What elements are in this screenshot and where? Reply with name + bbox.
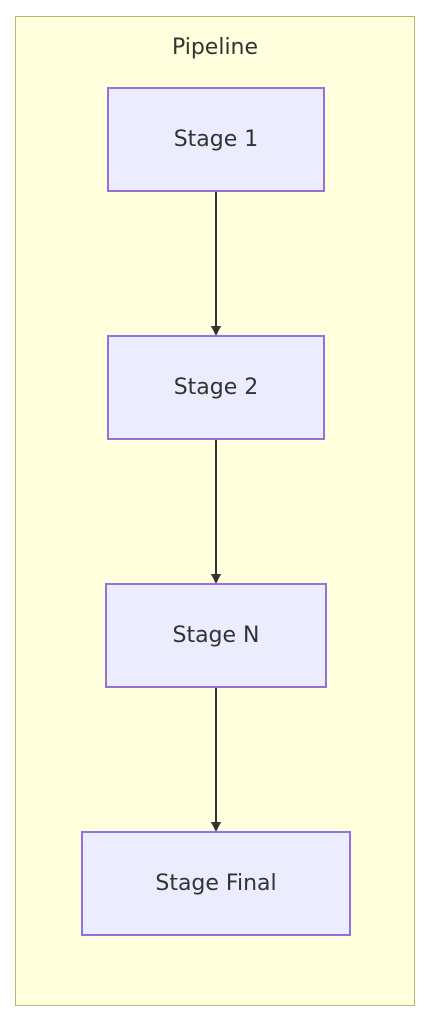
node-stage-final-label: Stage Final: [155, 871, 277, 896]
node-stage-1[interactable]: Stage 1: [107, 87, 325, 192]
node-stage-2-label: Stage 2: [173, 375, 259, 400]
node-stage-n-label: Stage N: [172, 623, 260, 648]
node-stage-2[interactable]: Stage 2: [107, 335, 325, 440]
node-stage-1-label: Stage 1: [173, 127, 259, 152]
node-stage-n[interactable]: Stage N: [105, 583, 327, 688]
node-stage-final[interactable]: Stage Final: [81, 831, 351, 936]
subgraph-title: Pipeline: [171, 35, 259, 60]
